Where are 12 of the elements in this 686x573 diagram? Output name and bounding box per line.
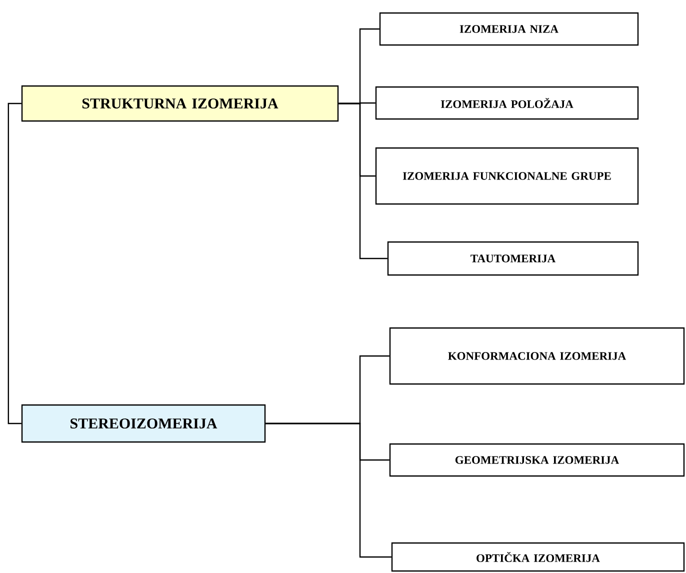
category-box: STRUKTURNA IZOMERIJA	[21, 85, 339, 122]
type-box: OPTIČKA IZOMERIJA	[391, 542, 685, 572]
type-box: KONFORMACIONA IZOMERIJA	[389, 327, 685, 385]
category-box: STEREOIZOMERIJA	[21, 404, 266, 443]
connector-line	[8, 102, 22, 424]
type-box: IZOMERIJA FUNKCIONALNE GRUPE	[375, 147, 639, 205]
type-box: IZOMERIJA POLOŽAJA	[375, 86, 639, 120]
connector-line	[266, 422, 392, 558]
type-box: IZOMERIJA NIZA	[379, 12, 639, 46]
type-box: TAUTOMERIJA	[387, 241, 639, 276]
connector-line	[338, 102, 388, 260]
type-box: GEOMETRIJSKA IZOMERIJA	[389, 443, 685, 477]
